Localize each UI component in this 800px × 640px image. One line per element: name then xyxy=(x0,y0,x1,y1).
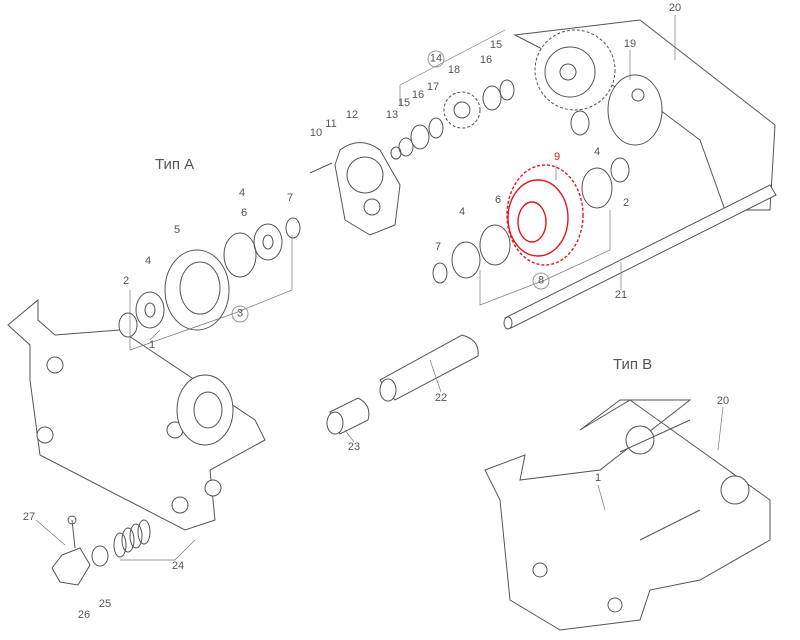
part-label-23: 23 xyxy=(347,441,361,453)
part-label-12: 12 xyxy=(345,109,359,121)
ring-7 xyxy=(432,262,448,284)
part-label-20: 20 xyxy=(716,395,730,407)
retaining-ring-6 xyxy=(479,224,511,266)
part-label-18: 18 xyxy=(447,64,461,76)
part-label-14: 14 xyxy=(427,50,445,68)
type-b-frame xyxy=(484,399,771,631)
part-label-8: 8 xyxy=(532,272,550,290)
part-label-21: 21 xyxy=(614,289,628,301)
part-label-4: 4 xyxy=(238,187,246,199)
part-label-7: 7 xyxy=(286,192,294,204)
bearing-4b xyxy=(451,241,481,279)
part-label-27: 27 xyxy=(22,511,36,523)
shaft-21 xyxy=(503,184,777,330)
part-label-1: 1 xyxy=(148,339,156,351)
part-label-10: 10 xyxy=(309,127,323,139)
part-label-16: 16 xyxy=(479,54,493,66)
part-label-15: 15 xyxy=(489,39,503,51)
part-label-1: 1 xyxy=(594,472,602,484)
part-label-25: 25 xyxy=(98,598,112,610)
pulley-assembly xyxy=(118,217,301,446)
type-b-title: Тип В xyxy=(613,356,653,373)
gear-cover xyxy=(309,142,401,236)
washer-2 xyxy=(610,157,630,183)
part-label-17: 17 xyxy=(426,81,440,93)
part-label-2: 2 xyxy=(622,197,630,209)
part-label-2: 2 xyxy=(122,275,130,287)
part-label-15: 15 xyxy=(397,97,411,109)
spring-parts xyxy=(51,515,151,586)
part-label-4: 4 xyxy=(458,206,466,218)
part-label-3: 3 xyxy=(231,305,249,323)
part-label-6: 6 xyxy=(494,194,502,206)
part-label-7: 7 xyxy=(434,241,442,253)
highlighted-gear-9 xyxy=(506,164,584,266)
type-a-title: Тип А xyxy=(155,156,195,173)
part-label-11: 11 xyxy=(325,118,337,130)
part-label-9-highlighted: 9 xyxy=(553,151,561,163)
part-label-16: 16 xyxy=(411,89,425,101)
part-label-24: 24 xyxy=(171,560,185,572)
bearing-4 xyxy=(581,167,613,209)
part-label-4: 4 xyxy=(593,146,601,158)
part-label-4: 4 xyxy=(144,255,152,267)
sleeves xyxy=(326,334,479,435)
part-label-13: 13 xyxy=(385,109,399,121)
part-label-5: 5 xyxy=(173,224,181,236)
part-label-6: 6 xyxy=(240,207,248,219)
part-label-22: 22 xyxy=(434,392,448,404)
upper-frame-assembly xyxy=(513,19,776,211)
part-label-19: 19 xyxy=(623,38,637,50)
part-label-26: 26 xyxy=(77,609,91,621)
gear-train-small-parts xyxy=(390,79,515,160)
frame-plate-left xyxy=(7,298,266,531)
part-label-20: 20 xyxy=(668,2,682,14)
